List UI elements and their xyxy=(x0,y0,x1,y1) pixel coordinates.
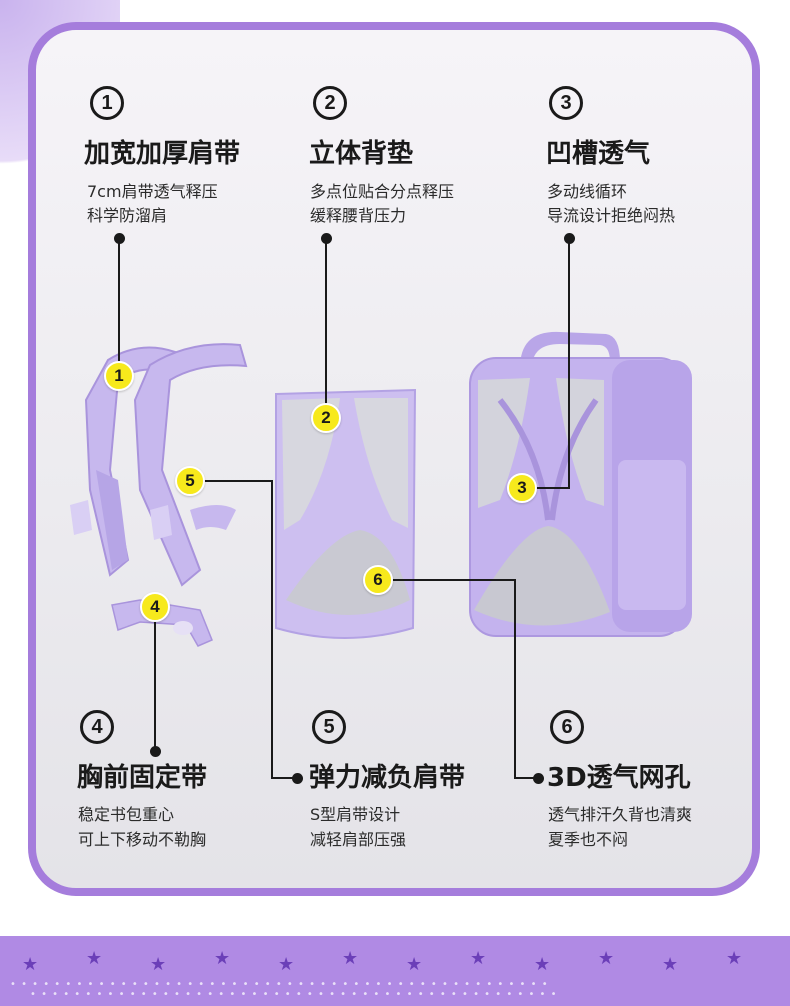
feature-2-desc-line-1: 多点位贴合分点释压 xyxy=(310,182,455,201)
feature-3-desc-line-2: 导流设计拒绝闷热 xyxy=(547,206,676,225)
star-icon: ★ xyxy=(598,948,615,969)
backpack-illustration xyxy=(469,331,692,637)
feature-4-number: 4 xyxy=(80,710,114,744)
star-icon: ★ xyxy=(726,948,743,969)
star-icon: ★ xyxy=(150,954,167,975)
marker-3: 3 xyxy=(507,473,537,503)
star-icon: ★ xyxy=(406,954,423,975)
leader-dot-6 xyxy=(533,773,544,784)
star-icon: ★ xyxy=(86,948,103,969)
feature-1-number: 1 xyxy=(90,86,124,120)
star-icon: ★ xyxy=(534,954,551,975)
star-icon: ★ xyxy=(470,948,487,969)
star-icon: ★ xyxy=(662,954,679,975)
feature-3-number: 3 xyxy=(549,86,583,120)
feature-6-desc-line-2: 夏季也不闷 xyxy=(548,830,629,849)
star-icon: ★ xyxy=(22,954,39,975)
feature-1-desc-line-2: 科学防溜肩 xyxy=(87,206,168,225)
leader-dot-3 xyxy=(564,233,575,244)
star-pattern-band: ★ ★ ★ ★ ★ ★ ★ ★ ★ ★ ★ ★ • • • • • • • • … xyxy=(0,936,790,1006)
dot-pattern: • • • • • • • • • • • • • • • • • • • • … xyxy=(10,979,549,990)
feature-5-number: 5 xyxy=(312,710,346,744)
star-icon: ★ xyxy=(214,948,231,969)
feature-6-desc-line-1: 透气排汗久背也清爽 xyxy=(548,805,693,824)
feature-3-desc-line-1: 多动线循环 xyxy=(547,182,628,201)
shoulder-straps-illustration xyxy=(70,343,248,587)
feature-3-title: 凹槽透气 xyxy=(546,139,651,169)
feature-5-title: 弹力减负肩带 xyxy=(309,763,466,793)
feature-1-title: 加宽加厚肩带 xyxy=(84,139,241,169)
marker-4: 4 xyxy=(140,592,170,622)
feature-5-desc-line-1: S型肩带设计 xyxy=(310,805,401,824)
marker-5: 5 xyxy=(175,466,205,496)
star-icon: ★ xyxy=(278,954,295,975)
marker-2: 2 xyxy=(311,403,341,433)
feature-2-number: 2 xyxy=(313,86,347,120)
feature-5-desc-line-2: 减轻肩部压强 xyxy=(310,830,407,849)
marker-6: 6 xyxy=(363,565,393,595)
feature-6-number: 6 xyxy=(550,710,584,744)
marker-1: 1 xyxy=(104,361,134,391)
dot-pattern: • • • • • • • • • • • • • • • • • • • • … xyxy=(30,989,558,1000)
feature-4-desc-line-2: 可上下移动不勒胸 xyxy=(78,830,207,849)
feature-2-title: 立体背垫 xyxy=(309,139,414,169)
feature-2-desc-line-2: 缓释腰背压力 xyxy=(310,206,407,225)
leader-dot-5 xyxy=(292,773,303,784)
star-icon: ★ xyxy=(342,948,359,969)
feature-6-title: 3D透气网孔 xyxy=(547,763,691,793)
leader-dot-4 xyxy=(150,746,161,757)
leader-dot-1 xyxy=(114,233,125,244)
leader-dot-2 xyxy=(321,233,332,244)
feature-4-title: 胸前固定带 xyxy=(77,763,208,793)
feature-4-desc-line-1: 稳定书包重心 xyxy=(78,805,175,824)
feature-1-desc-line-1: 7cm肩带透气释压 xyxy=(87,182,218,201)
